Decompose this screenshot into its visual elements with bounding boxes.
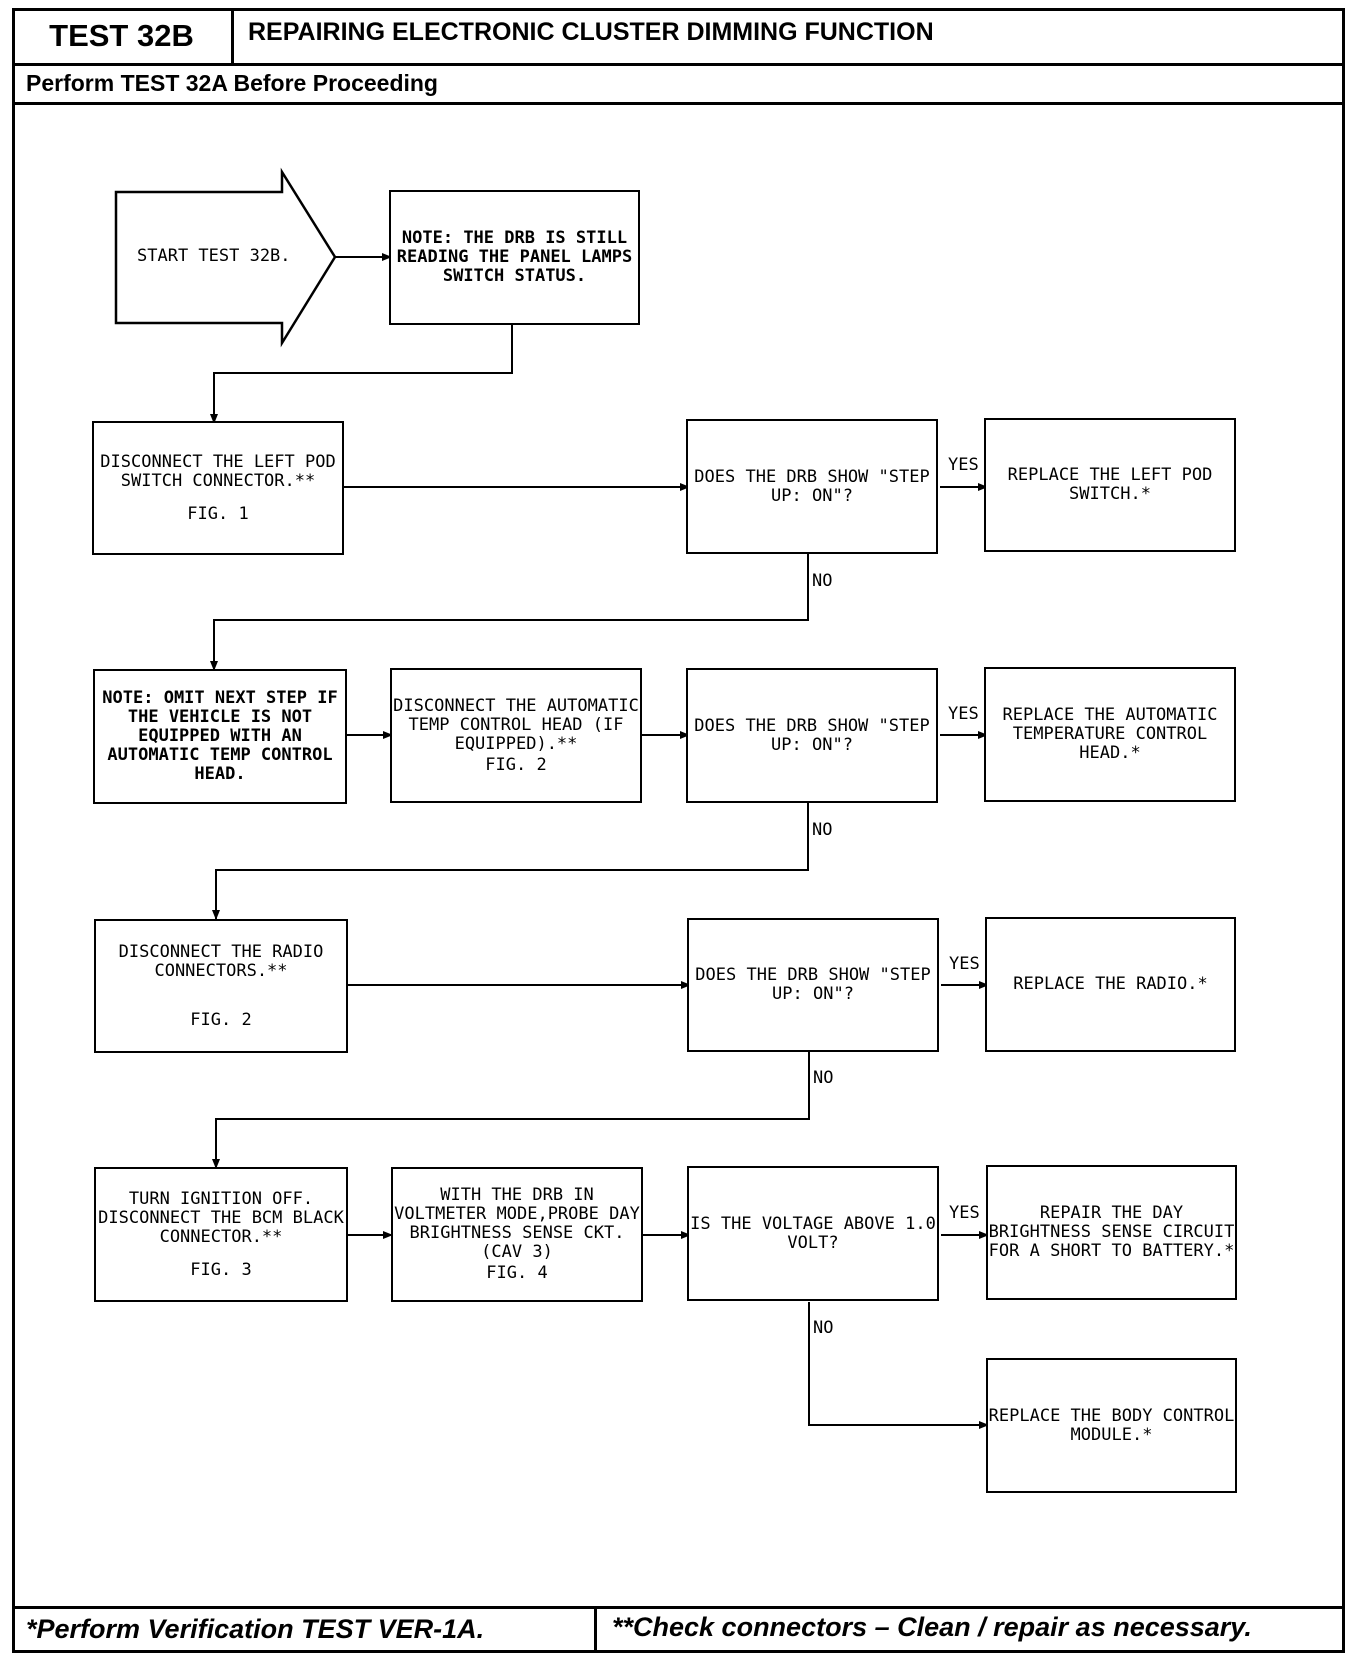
step-probe-voltage: WITH THE DRB IN VOLTMETER MODE,PROBE DAY…	[391, 1167, 643, 1302]
result-replace-temp-head: REPLACE THE AUTOMATIC TEMPERATURE CONTRO…	[984, 667, 1236, 802]
step-disconnect-temp-head: DISCONNECT THE AUTOMATIC TEMP CONTROL HE…	[390, 668, 642, 803]
result-text: REPLACE THE BODY CONTROL MODULE.*	[988, 1405, 1235, 1445]
result-text: REPAIR THE DAY BRIGHTNESS SENSE CIRCUIT …	[988, 1203, 1235, 1261]
result-replace-bcm: REPLACE THE BODY CONTROL MODULE.*	[986, 1358, 1237, 1493]
step-text: DISCONNECT THE AUTOMATIC TEMP CONTROL HE…	[393, 695, 639, 754]
footer-column-divider	[594, 1606, 597, 1653]
yes-label: YES	[949, 1203, 980, 1223]
figure-ref: FIG. 3	[190, 1259, 252, 1280]
question-text: DOES THE DRB SHOW "STEP UP: ON"?	[695, 965, 931, 1004]
header-divider	[12, 63, 1345, 66]
yes-label: YES	[948, 455, 979, 475]
prerequisite-note: Perform TEST 32A Before Proceeding	[26, 70, 438, 96]
figure-ref: FIG. 2	[190, 1009, 252, 1030]
step-text: WITH THE DRB IN VOLTMETER MODE,PROBE DAY…	[394, 1185, 640, 1262]
decision-drb-step-up-1: DOES THE DRB SHOW "STEP UP: ON"?	[686, 419, 938, 554]
step-text: TURN IGNITION OFF. DISCONNECT THE BCM BL…	[98, 1188, 344, 1247]
yes-label: YES	[949, 954, 980, 974]
decision-voltage-above-1v: IS THE VOLTAGE ABOVE 1.0 VOLT?	[687, 1166, 939, 1301]
footer-connectors-note: **Check connectors – Clean / repair as n…	[612, 1612, 1252, 1642]
result-replace-left-pod: REPLACE THE LEFT POD SWITCH.*	[984, 418, 1236, 552]
start-arrow-shape	[114, 167, 337, 348]
result-text: REPLACE THE AUTOMATIC TEMPERATURE CONTRO…	[1002, 705, 1218, 763]
step-disconnect-radio: DISCONNECT THE RADIO CONNECTORS.** FIG. …	[94, 919, 348, 1053]
step-text: DISCONNECT THE LEFT POD SWITCH CONNECTOR…	[100, 451, 336, 491]
yes-label: YES	[948, 704, 979, 724]
no-label: NO	[812, 571, 833, 591]
decision-drb-step-up-2: DOES THE DRB SHOW "STEP UP: ON"?	[686, 668, 938, 803]
question-text: DOES THE DRB SHOW "STEP UP: ON"?	[694, 715, 930, 755]
note-text: NOTE: THE DRB IS STILL READING THE PANEL…	[396, 228, 633, 286]
result-replace-radio: REPLACE THE RADIO.*	[985, 917, 1236, 1052]
figure-ref: FIG. 4	[486, 1263, 548, 1283]
page-frame	[12, 8, 1345, 1653]
note-drb-reading: NOTE: THE DRB IS STILL READING THE PANEL…	[389, 190, 640, 325]
step-disconnect-left-pod: DISCONNECT THE LEFT POD SWITCH CONNECTOR…	[92, 421, 344, 555]
footer-verification-note: *Perform Verification TEST VER-1A.	[26, 1614, 485, 1644]
note-omit-next-step: NOTE: OMIT NEXT STEP IF THE VEHICLE IS N…	[93, 669, 347, 804]
step-disconnect-bcm: TURN IGNITION OFF. DISCONNECT THE BCM BL…	[94, 1167, 348, 1302]
question-text: DOES THE DRB SHOW "STEP UP: ON"?	[694, 466, 930, 506]
note-text: NOTE: OMIT NEXT STEP IF THE VEHICLE IS N…	[102, 688, 338, 784]
start-label: START TEST 32B.	[137, 246, 291, 266]
header-divider-2	[12, 102, 1345, 105]
no-label: NO	[813, 1068, 834, 1088]
decision-drb-step-up-3: DOES THE DRB SHOW "STEP UP: ON"?	[687, 918, 939, 1052]
result-text: REPLACE THE LEFT POD SWITCH.*	[1007, 465, 1213, 504]
figure-ref: FIG. 1	[187, 503, 249, 524]
footer-divider	[12, 1606, 1345, 1609]
question-text: IS THE VOLTAGE ABOVE 1.0 VOLT?	[690, 1213, 936, 1253]
no-label: NO	[813, 1318, 834, 1338]
figure-ref: FIG. 2	[485, 754, 547, 775]
no-label: NO	[812, 820, 833, 840]
step-text: DISCONNECT THE RADIO CONNECTORS.**	[118, 941, 324, 981]
result-text: REPLACE THE RADIO.*	[1013, 974, 1208, 994]
result-repair-short-to-battery: REPAIR THE DAY BRIGHTNESS SENSE CIRCUIT …	[986, 1165, 1237, 1300]
page-title: REPAIRING ELECTRONIC CLUSTER DIMMING FUN…	[248, 18, 934, 46]
